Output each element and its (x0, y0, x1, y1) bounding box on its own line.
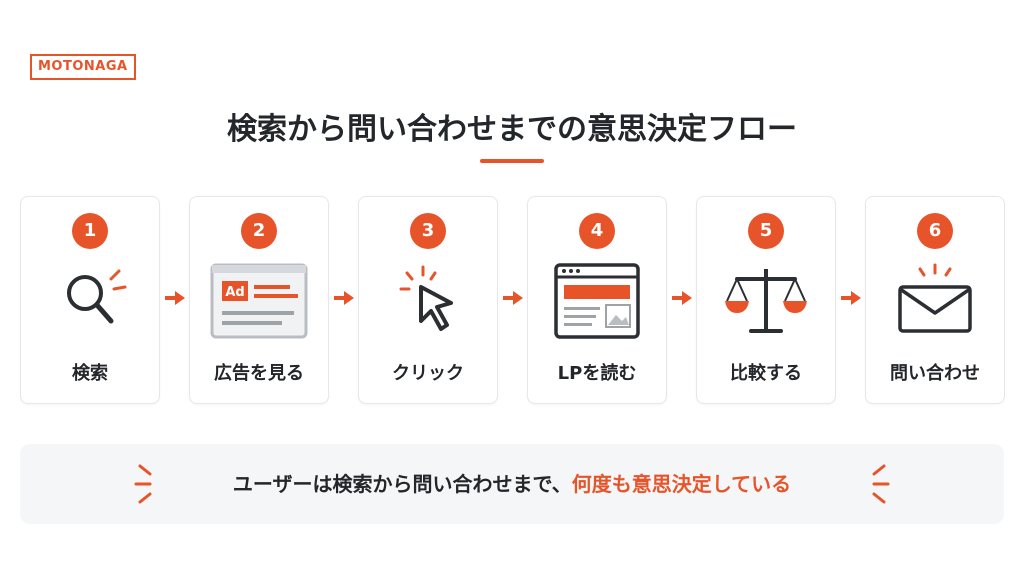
step-number-5: 5 (748, 213, 784, 249)
summary-panel: ユーザーは検索から問い合わせまで、何度も意思決定している (20, 444, 1004, 524)
cursor-click-icon (399, 265, 453, 331)
step-label-3: クリック (392, 363, 464, 384)
mail-icon (898, 263, 972, 333)
step-number-2: 2 (241, 213, 277, 249)
step-number-6: 6 (917, 213, 953, 249)
step-card-5: 5 比較する (696, 196, 836, 404)
step-card-6: 6 問い合わせ (865, 196, 1005, 404)
spark-left-icon (134, 464, 152, 504)
arrow-right-icon (841, 291, 861, 305)
arrow-right-icon (165, 291, 185, 305)
step-card-3: 3 クリック (358, 196, 498, 404)
step-number-1: 1 (72, 213, 108, 249)
title-underline (480, 159, 544, 163)
arrow-right-icon (672, 291, 692, 305)
step-number-4: 4 (579, 213, 615, 249)
search-icon (67, 269, 127, 324)
step-card-1: 1 検索 (20, 196, 160, 404)
step-card-4: 4 LPを読む (527, 196, 667, 404)
arrow-right-icon (503, 291, 523, 305)
landing-page-icon (554, 263, 640, 339)
ad-window-icon: Ad (210, 263, 308, 339)
spark-right-icon (872, 464, 890, 504)
summary-text-accent: 何度も意思決定している (571, 472, 792, 496)
step-label-6: 問い合わせ (890, 363, 980, 384)
scale-icon (725, 269, 807, 333)
step-card-2: 2 Ad 広告を見る (189, 196, 329, 404)
ad-label: Ad (225, 285, 244, 300)
step-label-5: 比較する (730, 363, 802, 384)
arrow-right-icon (334, 291, 354, 305)
summary-text-main: ユーザーは検索から問い合わせまで、 (232, 472, 572, 496)
flow-steps: 1 検索 2 Ad 広告を見る 3 (20, 196, 1005, 404)
step-number-3: 3 (410, 213, 446, 249)
step-label-2: 広告を見る (214, 363, 304, 384)
step-label-4: LPを読む (557, 363, 637, 384)
page-title: 検索から問い合わせまでの意思決定フロー (227, 112, 797, 147)
summary-text: ユーザーは検索から問い合わせまで、何度も意思決定している (20, 468, 1004, 497)
brand-logo: MOTONAGA (30, 54, 136, 80)
step-label-1: 検索 (72, 363, 108, 384)
